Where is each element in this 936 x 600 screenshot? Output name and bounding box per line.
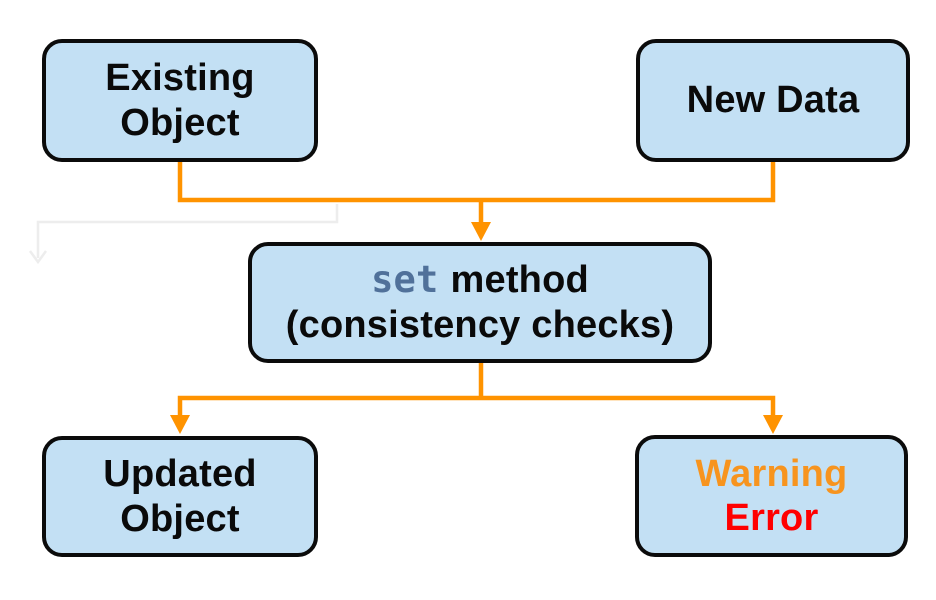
connector-inputs-merge [177, 162, 776, 203]
node-existing-object: Existing Object [42, 39, 318, 162]
connector-outputs-split [177, 395, 776, 419]
warning-error-label: Warning Error [696, 452, 848, 541]
existing-object-label: Existing Object [105, 57, 255, 144]
method-text: method [450, 259, 589, 302]
node-updated-object: Updated Object [42, 436, 318, 557]
new-data-label: New Data [686, 79, 860, 122]
node-warning-error: Warning Error [635, 435, 908, 557]
warning-text: Warning [695, 452, 848, 495]
arrowhead-into-updated-object-icon [170, 415, 190, 434]
node-set-method: set method (consistency checks) [248, 242, 712, 363]
error-text: Error [724, 497, 819, 539]
ghost-arrowhead-icon [28, 250, 48, 265]
set-keyword-text: set [371, 258, 439, 302]
node-new-data: New Data [636, 39, 910, 162]
set-method-line1: set method [286, 258, 674, 302]
arrowhead-into-warning-error-icon [763, 415, 783, 434]
arrowhead-into-set-method-icon [471, 222, 491, 241]
updated-object-label: Updated Object [103, 453, 257, 540]
consistency-checks-text: (consistency checks) [285, 303, 675, 346]
set-method-label: set method (consistency checks) [286, 258, 674, 347]
